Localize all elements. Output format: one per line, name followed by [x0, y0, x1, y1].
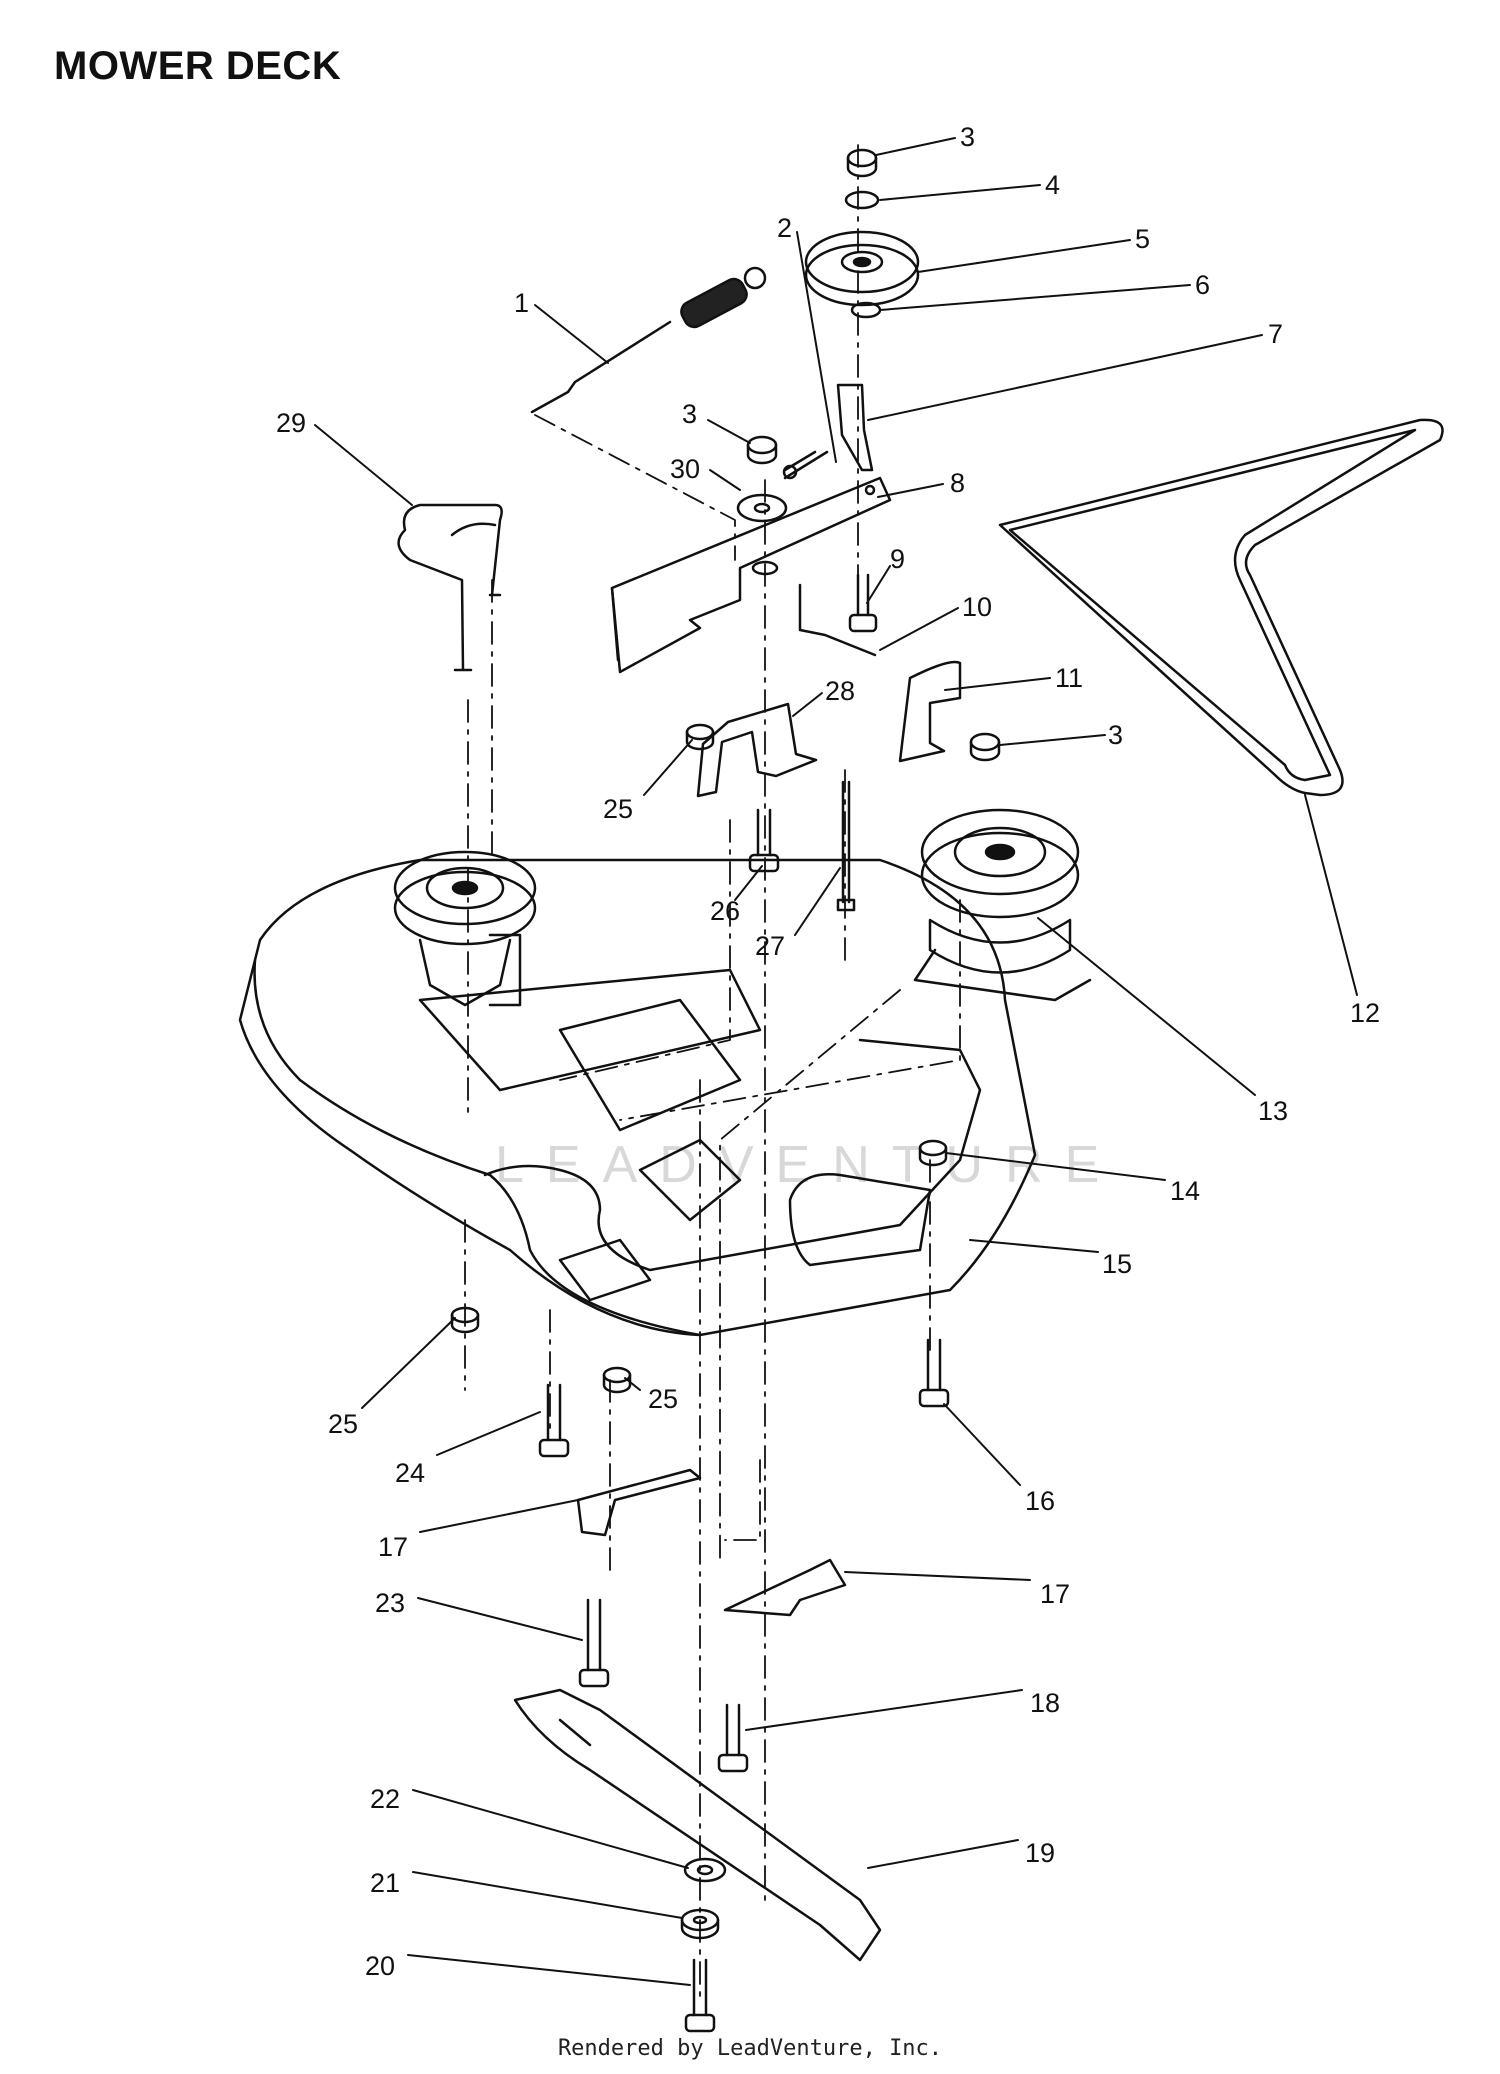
- callout-25: 25: [648, 1384, 678, 1414]
- part-21-washer: [680, 1908, 720, 1940]
- part-23-bolt: [578, 1598, 610, 1688]
- part-11-belt-guide: [898, 660, 962, 763]
- part-5-idler-pulley: [804, 230, 920, 307]
- spindle-left: [393, 850, 537, 1007]
- callout-25: 25: [328, 1409, 358, 1439]
- callout-27: 27: [755, 931, 785, 961]
- part-10-rod: [798, 583, 877, 657]
- callout-3: 3: [682, 399, 697, 429]
- part-28-bracket: [696, 702, 818, 798]
- callout-14: 14: [1170, 1176, 1200, 1206]
- callout-23: 23: [375, 1588, 405, 1618]
- part-8-idler-arm: [610, 476, 892, 674]
- part-24-bolt: [538, 1383, 570, 1458]
- callout-3: 3: [960, 122, 975, 152]
- callout-9: 9: [890, 544, 905, 574]
- callout-16: 16: [1025, 1486, 1055, 1516]
- part-25-nut-upper: [685, 723, 715, 751]
- callout-21: 21: [370, 1868, 400, 1898]
- part-15-deck-shell: [238, 858, 1037, 1337]
- callout-29: 29: [276, 408, 306, 438]
- callout-24: 24: [395, 1458, 425, 1488]
- callout-15: 15: [1102, 1249, 1132, 1279]
- callout-22: 22: [370, 1784, 400, 1814]
- assembly-centerlines: [464, 144, 961, 2001]
- callout-8: 8: [950, 468, 965, 498]
- callout-18: 18: [1030, 1688, 1060, 1718]
- callout-26: 26: [710, 896, 740, 926]
- callout-30: 30: [670, 454, 700, 484]
- callout-11: 11: [1055, 663, 1083, 693]
- callout-3: 3: [1108, 720, 1123, 750]
- part-29-rod: [397, 503, 503, 672]
- part-16-bolt: [918, 1338, 950, 1408]
- callout-6: 6: [1195, 270, 1210, 300]
- callout-2: 2: [777, 213, 792, 243]
- part-14-nut: [918, 1139, 948, 1167]
- page-title: MOWER DECK: [54, 44, 342, 88]
- callout-7: 7: [1268, 319, 1283, 349]
- part-12-belt: [998, 418, 1444, 797]
- part-30-washer: [736, 493, 788, 523]
- part-20-bolt: [684, 1958, 716, 2033]
- callout-1: 1: [514, 288, 529, 318]
- callout-25: 25: [603, 794, 633, 824]
- part-1-spring-rod: [530, 266, 767, 414]
- watermark-text: LEADVENTURE: [495, 1136, 1121, 1194]
- part-13-spindle-right: [913, 808, 1092, 1002]
- callout-28: 28: [825, 676, 855, 706]
- part-22-washer: [683, 1857, 727, 1883]
- callout-19: 19: [1025, 1838, 1055, 1868]
- callout-20: 20: [365, 1951, 395, 1981]
- part-26-bolt: [748, 808, 780, 873]
- callout-13: 13: [1258, 1096, 1288, 1126]
- part-25-nut-center: [602, 1366, 632, 1394]
- callout-labels: 3 4 5 6 2 7 1 29 3 30 8 9 10 11 28 3 25 …: [276, 122, 1380, 1981]
- part-3-nut-middle: [746, 435, 778, 465]
- callout-17: 17: [378, 1532, 408, 1562]
- part-19-blade: [513, 1688, 882, 1962]
- part-9-bolt: [848, 573, 878, 633]
- part-3-nut-right: [969, 732, 1001, 762]
- render-credit: Rendered by LeadVenture, Inc.: [557, 2036, 943, 2061]
- callout-10: 10: [962, 592, 992, 622]
- part-18-bolt: [717, 1703, 749, 1773]
- part-7-pivot-bracket: [836, 383, 874, 472]
- part-3-nut-top: [846, 148, 878, 178]
- part-17-baffle-right: [723, 1558, 847, 1617]
- part-17-baffle-left: [576, 1468, 702, 1537]
- callout-12: 12: [1350, 998, 1380, 1028]
- part-27-pin: [836, 780, 856, 912]
- callout-5: 5: [1135, 224, 1150, 254]
- callout-4: 4: [1045, 170, 1060, 200]
- part-25-nut-left: [450, 1306, 480, 1334]
- callout-17: 17: [1040, 1579, 1070, 1609]
- leader-lines: [314, 137, 1358, 1986]
- part-4-washer: [844, 190, 880, 210]
